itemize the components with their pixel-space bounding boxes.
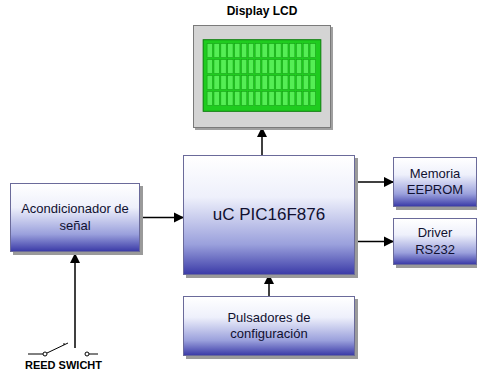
- lcd-cell: [248, 60, 253, 74]
- lcd-cell: [262, 44, 267, 58]
- arrow-connector: [140, 217, 183, 219]
- lcd-cell: [289, 91, 294, 105]
- lcd-cell: [241, 44, 246, 58]
- lcd-cell: [221, 91, 226, 105]
- lcd-cell: [269, 60, 274, 74]
- lcd-cell: [248, 91, 253, 105]
- lcd-cell: [276, 91, 281, 105]
- lcd-cell: [235, 76, 240, 90]
- lcd-cell: [289, 76, 294, 90]
- lcd-cell: [262, 76, 267, 90]
- lcd-cell: [207, 76, 212, 90]
- lcd-cell: [241, 91, 246, 105]
- lcd-cell: [221, 76, 226, 90]
- lcd-cell: [255, 91, 260, 105]
- lcd-cell: [289, 44, 294, 58]
- memory-box: Memoria EEPROM: [393, 157, 477, 207]
- node-text: Acondicionador de señal: [17, 201, 133, 234]
- lcd-cell: [296, 44, 301, 58]
- lcd-cell: [276, 44, 281, 58]
- lcd-cell: [214, 60, 219, 74]
- lcd-cell: [303, 76, 308, 90]
- lcd-cell: [310, 76, 315, 90]
- lcd-cell: [221, 44, 226, 58]
- lcd-cell: [214, 44, 219, 58]
- signal-wire: [74, 254, 76, 348]
- arrow-connector: [355, 241, 393, 243]
- lcd-cell: [296, 60, 301, 74]
- arrow-connector: [268, 275, 270, 296]
- lcd-cell: [289, 60, 294, 74]
- lcd-screen: [194, 26, 330, 127]
- lcd-cell: [228, 44, 233, 58]
- lcd-cell: [283, 60, 288, 74]
- microcontroller-box: uC PIC16F876: [183, 155, 355, 275]
- switch-label: REED SWICHT: [25, 359, 102, 371]
- driver-box: Driver RS232: [393, 218, 477, 265]
- node-text: Driver RS232: [400, 225, 470, 258]
- lcd-cell: [248, 76, 253, 90]
- lcd-cell: [276, 76, 281, 90]
- lcd-cell: [303, 44, 308, 58]
- lcd-cell: [214, 91, 219, 105]
- lcd-cell: [269, 91, 274, 105]
- lcd-cell: [235, 60, 240, 74]
- input-box: Pulsadores de configuración: [183, 296, 355, 356]
- lcd-cell: [228, 60, 233, 74]
- lcd-cell: [255, 44, 260, 58]
- lcd-cell: [255, 60, 260, 74]
- lcd-cell: [276, 60, 281, 74]
- arrow-connector: [355, 181, 393, 183]
- lcd-cell: [296, 76, 301, 90]
- lcd-display: Display LCD: [193, 25, 331, 128]
- node-text: Pulsadores de configuración: [190, 310, 348, 343]
- lcd-cell: [235, 44, 240, 58]
- lcd-cell: [241, 76, 246, 90]
- lcd-cell: [221, 60, 226, 74]
- lcd-cell: [283, 44, 288, 58]
- node-text: Display LCD: [194, 4, 330, 19]
- lcd-cell: [283, 76, 288, 90]
- lcd-cell: [228, 76, 233, 90]
- reed-switch-symbol: [28, 343, 98, 356]
- lcd-cell: [269, 76, 274, 90]
- lcd-cell: [207, 91, 212, 105]
- lcd-cell: [207, 44, 212, 58]
- lcd-cell: [255, 76, 260, 90]
- lcd-cell: [214, 76, 219, 90]
- lcd-cell: [283, 91, 288, 105]
- lcd-cell: [248, 44, 253, 58]
- lcd-cell: [228, 91, 233, 105]
- node-text: uC PIC16F876: [213, 204, 325, 225]
- lcd-cell: [310, 60, 315, 74]
- process-box: Acondicionador de señal: [10, 183, 140, 252]
- lcd-cell: [296, 91, 301, 105]
- lcd-cell: [241, 60, 246, 74]
- arrow-connector: [261, 128, 263, 155]
- lcd-cell: [303, 60, 308, 74]
- lcd-glass: [203, 40, 321, 112]
- lcd-cell: [262, 60, 267, 74]
- lcd-cell: [303, 91, 308, 105]
- lcd-cell: [235, 91, 240, 105]
- node-text: Memoria EEPROM: [400, 166, 470, 199]
- lcd-cell: [207, 60, 212, 74]
- lcd-cell: [310, 44, 315, 58]
- lcd-cell: [310, 91, 315, 105]
- lcd-cell: [262, 91, 267, 105]
- lcd-cell: [269, 44, 274, 58]
